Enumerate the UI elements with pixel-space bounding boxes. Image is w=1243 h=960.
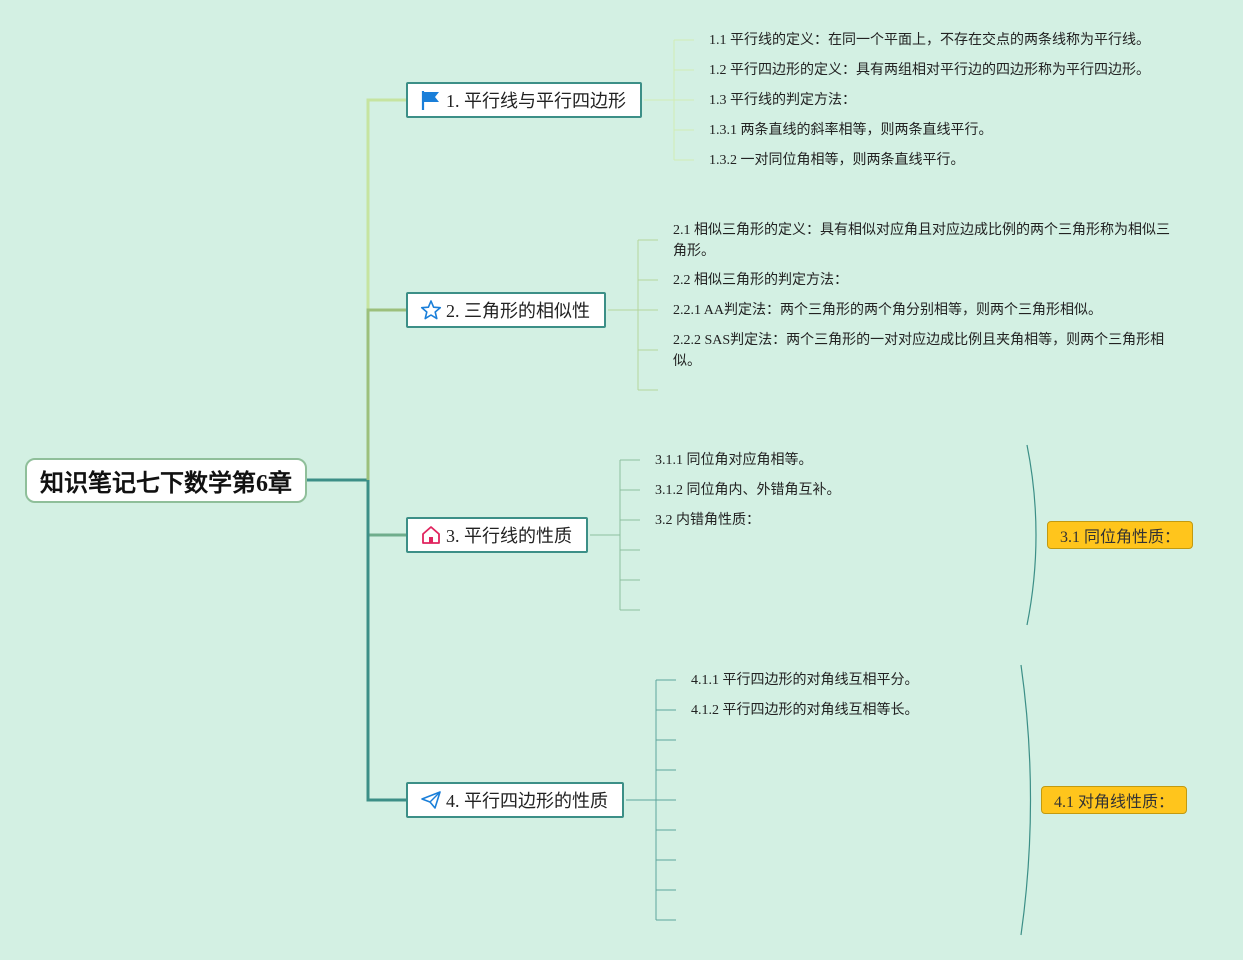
summary-callout-label: 3.1 同位角性质： xyxy=(1060,529,1181,546)
leaf-topic[interactable]: 4.1.2 平行四边形的对角线互相等长。 xyxy=(691,703,919,718)
leaf-topic[interactable]: 1.1 平行线的定义：在同一个平面上，不存在交点的两条线称为平行线。 xyxy=(709,33,1150,48)
leaf-topic[interactable]: 3.2 内错角性质： xyxy=(655,513,760,528)
leaf-topic[interactable]: 1.3 平行线的判定方法： xyxy=(709,93,856,108)
leaf-topic[interactable]: 1.3.1 两条直线的斜率相等，则两条直线平行。 xyxy=(709,123,993,138)
send-icon xyxy=(420,789,442,811)
leaf-topic[interactable]: 3.1.1 同位角对应角相等。 xyxy=(655,453,813,468)
branch-topic-parallel-lines[interactable]: 1. 平行线与平行四边形 xyxy=(406,82,642,118)
branch-topic-triangle-similarity[interactable]: 2. 三角形的相似性 xyxy=(406,292,606,328)
leaf-topic[interactable]: 1.2 平行四边形的定义：具有两组相对平行边的四边形称为平行四边形。 xyxy=(709,63,1150,78)
branch-topic-label: 2. 三角形的相似性 xyxy=(446,301,590,321)
leaf-topic[interactable]: 1.3.2 一对同位角相等，则两条直线平行。 xyxy=(709,153,965,168)
summary-callout[interactable]: 4.1 对角线性质： xyxy=(1041,786,1188,814)
branch-topic-label: 4. 平行四边形的性质 xyxy=(446,791,608,811)
branch-topic-parallel-line-properties[interactable]: 3. 平行线的性质 xyxy=(406,517,588,553)
summary-callout-label: 4.1 对角线性质： xyxy=(1054,794,1175,811)
branch-topic-label: 3. 平行线的性质 xyxy=(446,526,572,546)
flag-icon xyxy=(420,89,442,111)
leaf-topic[interactable]: 2.2.2 SAS判定法：两个三角形的一对对应边成比例且夹角相等，则两个三角形相… xyxy=(673,333,1165,369)
home-icon xyxy=(420,524,442,546)
leaf-topic[interactable]: 4.1.1 平行四边形的对角线互相平分。 xyxy=(691,673,919,688)
leaf-topic[interactable]: 2.1 相似三角形的定义：具有相似对应角且对应边成比例的两个三角形称为相似三角形… xyxy=(673,223,1170,259)
root-topic[interactable]: 知识笔记七下数学第6章 xyxy=(25,458,307,503)
root-topic-label: 知识笔记七下数学第6章 xyxy=(40,471,292,497)
star-icon xyxy=(420,299,442,321)
leaf-topic[interactable]: 2.2.1 AA判定法：两个三角形的两个角分别相等，则两个三角形相似。 xyxy=(673,303,1102,318)
leaf-topic[interactable]: 3.1.2 同位角内、外错角互补。 xyxy=(655,483,841,498)
leaf-topic[interactable]: 2.2 相似三角形的判定方法： xyxy=(673,273,848,288)
branch-topic-parallelogram-properties[interactable]: 4. 平行四边形的性质 xyxy=(406,782,624,818)
summary-callout[interactable]: 3.1 同位角性质： xyxy=(1047,521,1194,549)
branch-topic-label: 1. 平行线与平行四边形 xyxy=(446,91,626,111)
